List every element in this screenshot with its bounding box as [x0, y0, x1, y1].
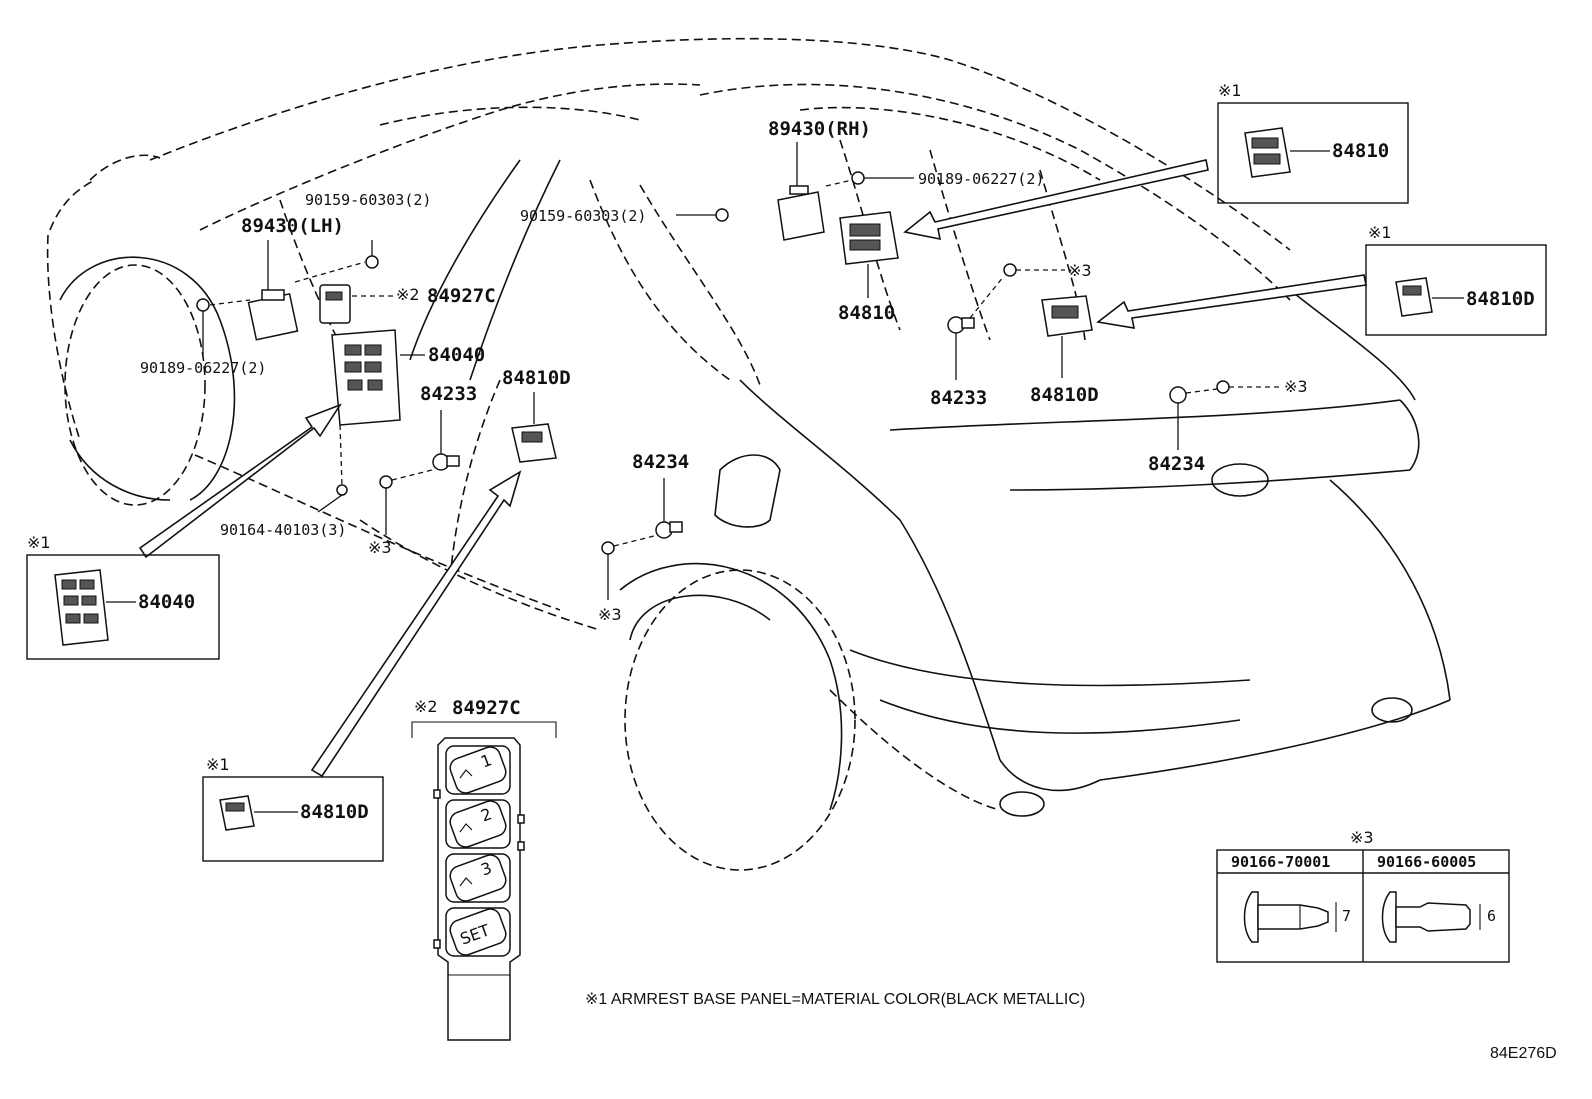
label-84810d-center: 84810D	[502, 367, 571, 389]
pointer-arrows	[138, 159, 1367, 778]
label-89430-rh: 89430(RH)	[768, 118, 871, 140]
inset-mark-1: ※1	[206, 755, 230, 774]
module-89430-lh	[247, 240, 299, 341]
switch-84040	[331, 329, 425, 426]
label-90189-right: 90189-06227(2)	[918, 170, 1044, 188]
screw-x3-right-upper	[1003, 263, 1065, 277]
car-body-outline	[46, 37, 1451, 871]
inset-84810: ※1 84810	[1217, 81, 1409, 204]
module-89430-rh	[777, 142, 825, 241]
mark-3-left: ※3	[368, 538, 392, 557]
clip-dim-2: 6	[1487, 907, 1496, 925]
label-89430-lh: 89430(LH)	[241, 215, 344, 237]
mark-2: ※2	[396, 285, 420, 304]
label-84810d-right: 84810D	[1030, 384, 1099, 406]
clip-x3-center	[601, 535, 655, 600]
lamp-84233-left	[432, 410, 460, 471]
mark-3-right-upper: ※3	[1068, 261, 1092, 280]
clip-table: ※3 90166-70001 90166-60005 7 6	[1216, 828, 1510, 963]
label-84810-center: 84810	[838, 302, 895, 324]
lamp-84233-right	[947, 275, 1005, 380]
screw-90164	[317, 484, 348, 513]
clip-part-1: 90166-70001	[1231, 853, 1330, 871]
lamp-84234-center	[655, 478, 683, 539]
label-90189-left: 90189-06227(2)	[140, 359, 266, 377]
switch-detail-84927c: ※2 84927C 1 2 3 SET	[411, 697, 557, 1041]
diagram-code: 84E276D	[1490, 1045, 1557, 1062]
callout-labels: 90159-60303(2) 89430(LH) ※2 84927C 84040…	[140, 118, 1308, 624]
label-84040: 84040	[428, 344, 485, 366]
inset-mark-1: ※1	[27, 533, 51, 552]
label-90164: 90164-40103(3)	[220, 521, 346, 539]
label-90159-left: 90159-60303(2)	[305, 191, 431, 209]
clip-table-mark: ※3	[1350, 828, 1374, 847]
mark-3-center: ※3	[598, 605, 622, 624]
label-84234-right: 84234	[1148, 453, 1205, 475]
clip-90189-left	[196, 298, 210, 355]
screw-90159-left	[365, 240, 379, 269]
switch-detail-mark: ※2	[414, 697, 438, 716]
screw-x3-right-lower	[1185, 380, 1280, 394]
right-door-parts	[676, 142, 1280, 450]
switch-84810d-center	[511, 392, 557, 463]
clip-x3-left	[379, 469, 433, 535]
label-84927c: 84927C	[427, 285, 496, 307]
inset-mark-1: ※1	[1368, 223, 1392, 242]
switch-84927c-small	[319, 284, 394, 324]
switch-detail-part: 84927C	[452, 697, 521, 719]
inset-label-84040: 84040	[138, 591, 195, 613]
switch-84810d-right	[1041, 295, 1093, 378]
inset-label-84810d-right: 84810D	[1466, 288, 1535, 310]
screw-90159-right	[676, 208, 729, 222]
footnote: ※1 ARMREST BASE PANEL=MATERIAL COLOR(BLA…	[585, 991, 1085, 1008]
inset-label-84810d-left: 84810D	[300, 801, 369, 823]
inset-label-84810: 84810	[1332, 140, 1389, 162]
inset-84040: ※1 84040	[26, 533, 220, 660]
label-84233-right: 84233	[930, 387, 987, 409]
inset-84810d-right: ※1 84810D	[1365, 223, 1547, 336]
label-84233-left: 84233	[420, 383, 477, 405]
left-door-parts	[196, 240, 683, 600]
label-90159-right: 90159-60303(2)	[520, 207, 646, 225]
mark-3-right-lower: ※3	[1284, 377, 1308, 396]
inset-mark-1: ※1	[1218, 81, 1242, 100]
switch-84810	[839, 211, 899, 298]
clip-90189-right	[825, 171, 914, 187]
clip-part-2: 90166-60005	[1377, 853, 1476, 871]
label-84234-center: 84234	[632, 451, 689, 473]
lamp-84234-right	[1169, 386, 1187, 450]
clip-dim-1: 7	[1342, 907, 1351, 925]
inset-84810d-left: ※1 84810D	[202, 755, 384, 862]
